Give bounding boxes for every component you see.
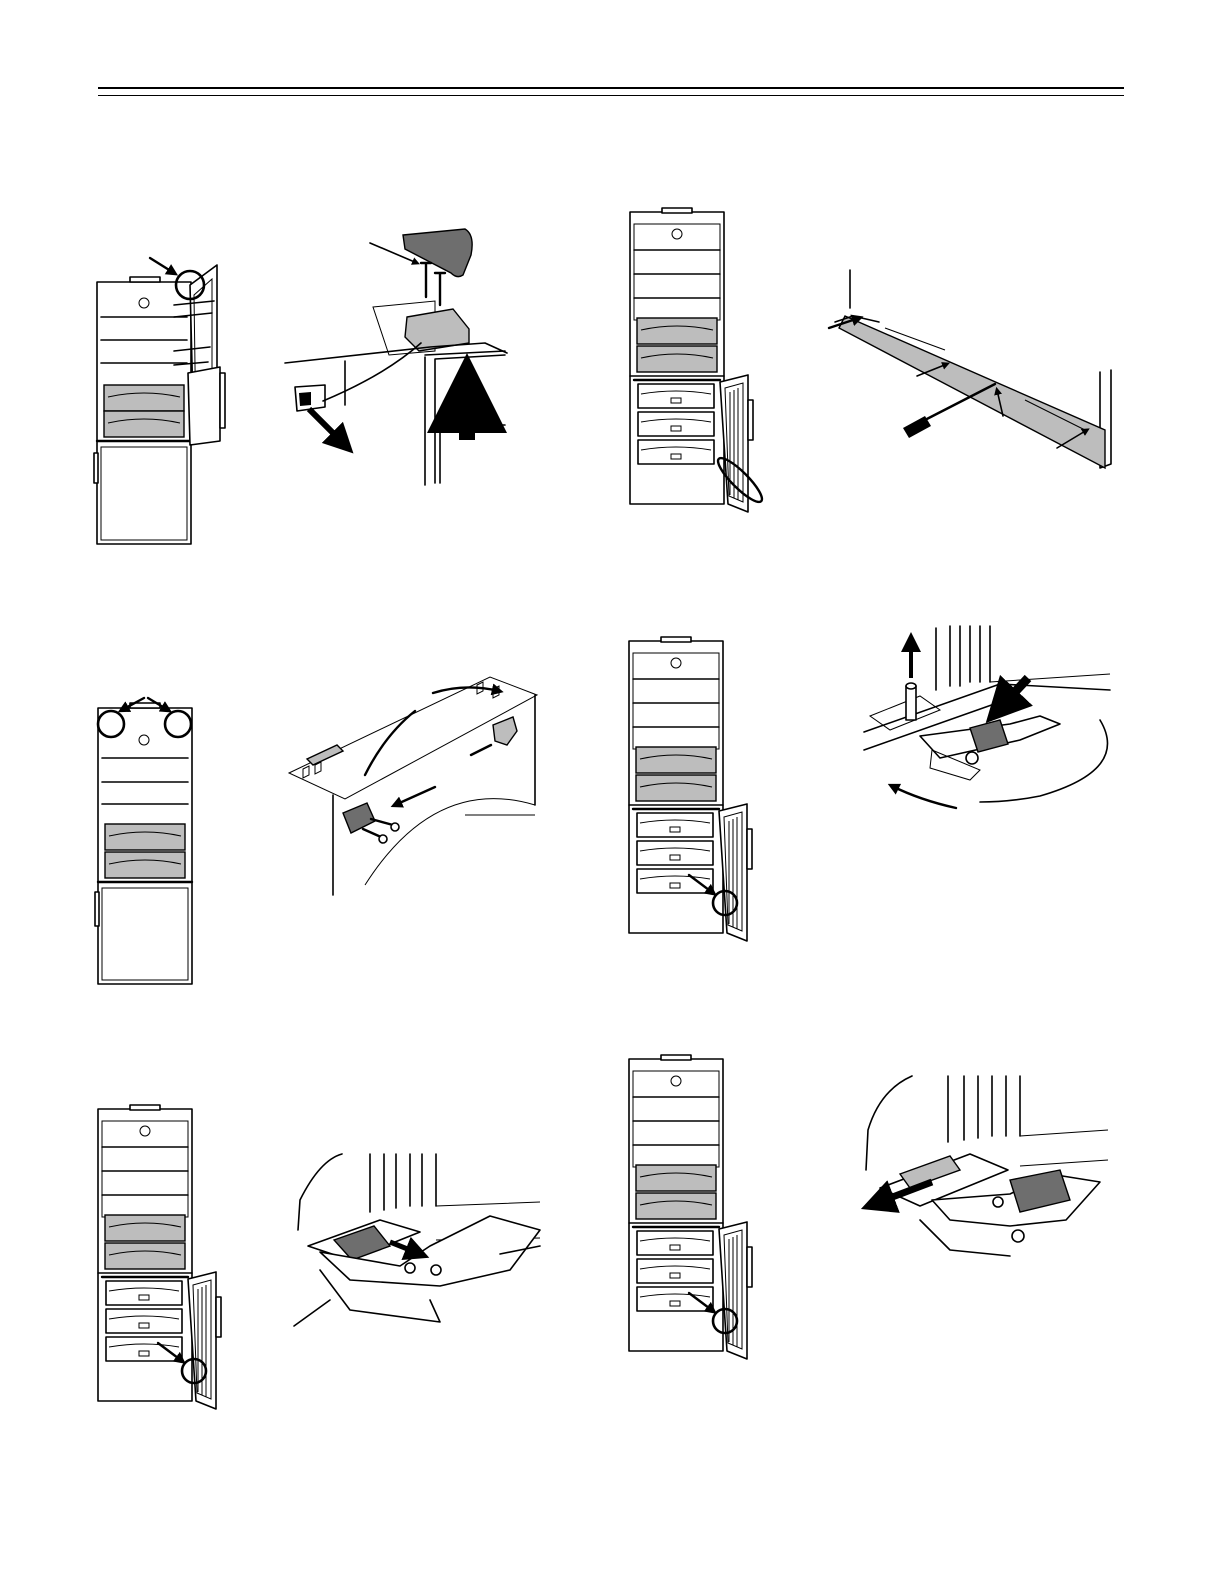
- bottom-hinge-slide-out-icon: [860, 1070, 1110, 1270]
- header-rule-thin: [98, 95, 1124, 96]
- figure-9-fridge-bottom-hinge-circle: [96, 1105, 241, 1410]
- figure-2-top-hinge-cover-removal: [285, 225, 515, 485]
- figure-4-base-trim-screwdriver: [825, 270, 1120, 470]
- figure-6-cabinet-top-hinge-parts: [285, 665, 550, 905]
- fridge-bottom-hinge-circle-icon: [96, 1105, 241, 1410]
- fridge-bottom-hinge-circle-icon: [627, 1055, 772, 1360]
- figure-8-bottom-hinge-pin-lift: [860, 620, 1110, 820]
- figure-5-fridge-top-corners: [92, 692, 212, 992]
- bottom-hinge-pin-lift-icon: [860, 620, 1110, 820]
- fridge-top-door-open-hinge-icon: [90, 245, 240, 555]
- cabinet-top-hinge-parts-icon: [285, 665, 550, 905]
- figure-7-fridge-bottom-hinge-circle: [627, 637, 772, 942]
- header-rule-thick: [98, 87, 1124, 89]
- figure-10-bottom-hinge-cover-pull: [290, 1150, 550, 1330]
- base-trim-screwdriver-icon: [825, 270, 1120, 470]
- figure-11-fridge-bottom-hinge-circle: [627, 1055, 772, 1360]
- figure-12-bottom-hinge-slide-out: [860, 1070, 1110, 1270]
- bottom-hinge-cover-pull-icon: [290, 1150, 550, 1330]
- figure-3-fridge-bottom-door-open: [628, 208, 788, 508]
- fridge-bottom-door-open-icon: [628, 208, 788, 508]
- figure-1-fridge-top-door-open: [90, 245, 240, 555]
- top-hinge-cover-removal-icon: [285, 225, 515, 485]
- fridge-bottom-hinge-circle-icon: [627, 637, 772, 942]
- fridge-top-corners-icon: [92, 692, 212, 992]
